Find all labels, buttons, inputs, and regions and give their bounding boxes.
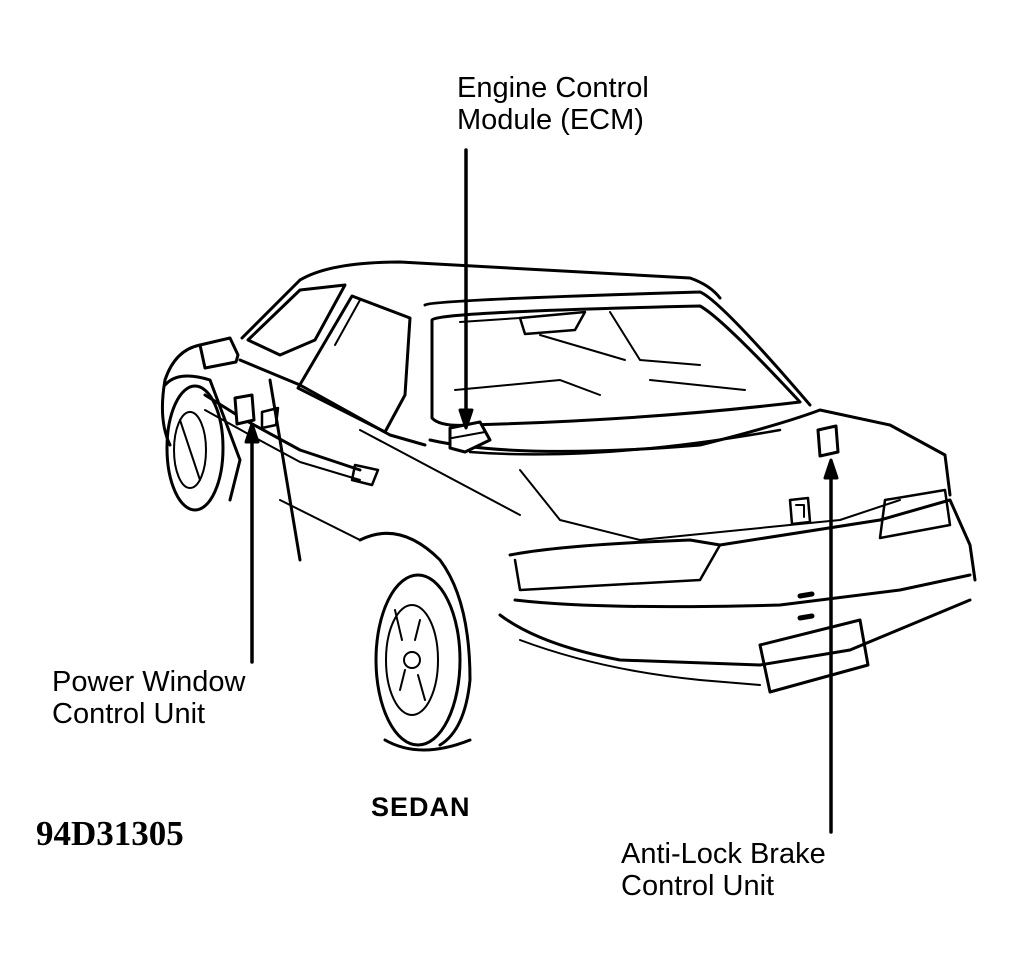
power-window-label-line-1: Power Window xyxy=(52,666,246,698)
body-side xyxy=(160,343,521,562)
ecm-leader-arrow xyxy=(458,148,474,430)
rear-wheel xyxy=(358,531,472,752)
side-windows xyxy=(238,283,427,447)
rear-fascia xyxy=(498,488,977,694)
power-window-callout-label: Power Window Control Unit xyxy=(52,666,245,730)
trunk-lid xyxy=(428,408,952,541)
ecm-callout-label: Engine Control Module (ECM) xyxy=(457,72,649,136)
ecm-module-shape xyxy=(448,420,492,454)
model-label: SEDAN xyxy=(371,792,471,822)
ecm-label-line-1: Engine Control xyxy=(457,72,649,104)
figure-code: 94D31305 xyxy=(36,814,184,853)
abs-leader-arrow xyxy=(823,458,839,834)
front-wheel xyxy=(163,374,242,512)
roof-outline xyxy=(240,260,812,407)
power-window-label-line-2: Control Unit xyxy=(52,698,206,730)
abs-label-line-1: Anti-Lock Brake xyxy=(621,838,826,870)
power-window-module-shape xyxy=(233,393,256,426)
ecm-label-line-2: Module (ECM) xyxy=(457,104,644,136)
power-window-leader-arrow xyxy=(244,422,260,664)
side-mirror xyxy=(198,336,240,370)
abs-module-shape xyxy=(816,424,840,458)
rear-window xyxy=(430,304,802,427)
abs-label-line-2: Control Unit xyxy=(621,870,775,902)
abs-callout-label: Anti-Lock Brake Control Unit xyxy=(621,838,826,902)
